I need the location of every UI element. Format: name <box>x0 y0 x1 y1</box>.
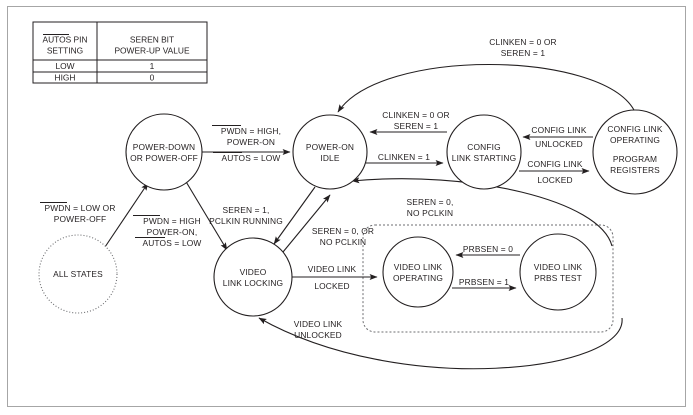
label-autos-low: AUTOS = LOW <box>222 153 281 163</box>
node-config-link-operating[interactable]: CONFIG LINK OPERATING PROGRAM REGISTERS <box>592 109 678 195</box>
node-power-down[interactable]: POWER-DOWN OR POWER-OFF <box>125 113 203 191</box>
label-seren-1-b: SEREN = 1 <box>394 121 439 131</box>
label-all-states-to-video-link-locking: PWDN = HIGH POWER-ON, AUTOS = LOW <box>133 215 202 248</box>
edge-video-link-unlocked-to-video-link-locking <box>258 317 623 370</box>
label-config-link-operating-to-power-on-idle: CLINKEN = 0 OR SEREN = 1 <box>489 37 557 58</box>
label-locked: LOCKED <box>314 281 349 291</box>
label-seren-0: SEREN = 0, <box>407 197 454 207</box>
label-video-link-locked: VIDEO LINK LOCKED <box>308 264 357 291</box>
label-prbsen-0: PRBSEN = 0 <box>463 244 513 254</box>
edge-power-on-idle-to-video-link-locking <box>273 186 316 245</box>
label-pwdn-high: PWDN = HIGH <box>143 216 201 226</box>
node-power-down-line1: POWER-DOWN <box>133 142 195 152</box>
node-config-link-operating-line4: REGISTERS <box>610 165 660 175</box>
label-video-link-2: VIDEO LINK <box>294 319 343 329</box>
label-power-on: POWER-ON <box>227 137 275 147</box>
label-seren-0-or: SEREN = 0, OR <box>312 226 374 236</box>
node-config-link-operating-line2: OPERATING <box>610 135 660 145</box>
label-autos-low-2: AUTOS = LOW <box>143 238 202 248</box>
node-power-on-idle[interactable]: POWER-ON IDLE <box>292 114 368 190</box>
edge-all-states-to-power-down <box>104 182 149 248</box>
node-power-on-idle-line1: POWER-ON <box>306 142 354 152</box>
label-pclkin-running: PCLKIN RUNNING <box>209 216 283 226</box>
label-no-pclkin-2: NO PCLKIN <box>407 208 454 218</box>
node-video-link-locking[interactable]: VIDEO LINK LOCKING <box>213 237 293 317</box>
node-video-link-prbs-test-line2: PRBS TEST <box>534 273 582 283</box>
label-pwdn-high-power-on: PWDN = HIGH, <box>221 126 281 136</box>
table-header-col2-line1: SEREN BIT <box>130 35 174 45</box>
label-config-link-locked: CONFIG LINK LOCKED <box>527 159 582 185</box>
node-config-link-operating-line3: PROGRAM <box>613 154 657 164</box>
edge-video-operating-to-power-on-idle <box>351 177 613 247</box>
edge-video-link-locking-to-power-on-idle <box>282 194 331 253</box>
label-unlocked: UNLOCKED <box>294 330 342 340</box>
table-header-col1-line2: SETTING <box>47 46 83 56</box>
node-video-link-locking-line2: LINK LOCKING <box>223 278 283 288</box>
table-row-1-cell-0: HIGH <box>55 73 76 83</box>
node-config-link-starting-line2: LINK STARTING <box>452 153 516 163</box>
node-config-link-operating-line1: CONFIG LINK <box>607 124 662 134</box>
label-clinken-0-or: CLINKEN = 0 OR <box>382 110 450 120</box>
label-video-link-unlocked: VIDEO LINK UNLOCKED <box>294 319 343 340</box>
label-power-down-to-power-on-idle: PWDN = HIGH, POWER-ON AUTOS = LOW <box>212 125 281 163</box>
video-link-group-box <box>362 224 614 333</box>
label-config-link-unlocked: CONFIG LINK UNLOCKED <box>531 125 586 149</box>
label-config-unlocked: UNLOCKED <box>535 139 583 149</box>
label-no-pclkin: NO PCLKIN <box>320 237 367 247</box>
edge-config-link-operating-to-power-on-idle-arc <box>337 63 635 113</box>
label-pwdn-low-or: PWDN = LOW OR <box>44 203 115 213</box>
node-power-on-idle-line2: IDLE <box>320 153 339 163</box>
edge-power-down-to-video-link-locking <box>184 179 228 251</box>
node-video-link-prbs-test[interactable]: VIDEO LINK PRBS TEST <box>519 233 597 311</box>
label-video-link-locking-to-power-on-idle: SEREN = 0, OR NO PCLKIN <box>312 226 374 247</box>
label-power-on-comma: POWER-ON, <box>147 227 198 237</box>
label-config-link: CONFIG LINK <box>531 125 586 135</box>
table-header-col2-line2: POWER-UP VALUE <box>114 46 189 56</box>
label-prbsen-1: PRBSEN = 1 <box>459 277 509 287</box>
label-video-link: VIDEO LINK <box>308 264 357 274</box>
node-all-states-label: ALL STATES <box>53 269 103 279</box>
label-clinken-1: CLINKEN = 1 <box>378 152 430 162</box>
label-power-on-idle-to-video-link-locking: SEREN = 1, PCLKIN RUNNING <box>209 205 283 226</box>
label-seren-1-c: SEREN = 1 <box>501 48 546 58</box>
label-all-states-to-power-down: PWDN = LOW OR POWER-OFF <box>40 202 115 224</box>
node-video-link-operating-line1: VIDEO LINK <box>394 262 443 272</box>
label-video-operating-to-power-on-idle: SEREN = 0, NO PCLKIN <box>407 197 454 218</box>
node-video-link-locking-line1: VIDEO <box>240 267 267 277</box>
label-clinken-0-or-2: CLINKEN = 0 OR <box>489 37 557 47</box>
label-config-locked: LOCKED <box>537 175 572 185</box>
table-row-0-cell-1: 1 <box>150 61 155 71</box>
label-power-off: POWER-OFF <box>54 214 107 224</box>
table-row-1-cell-1: 0 <box>150 73 155 83</box>
node-video-link-operating[interactable]: VIDEO LINK OPERATING <box>382 236 454 308</box>
node-all-states[interactable]: ALL STATES <box>38 234 118 314</box>
node-video-link-prbs-test-line1: VIDEO LINK <box>534 262 583 272</box>
table-header-col1-line1: AUTOS PIN <box>43 35 88 45</box>
label-seren-1: SEREN = 1, <box>223 205 270 215</box>
node-config-link-starting[interactable]: CONFIG LINK STARTING <box>446 114 522 190</box>
label-config-link-2: CONFIG LINK <box>527 159 582 169</box>
label-config-link-starting-to-power-on-idle: CLINKEN = 0 OR SEREN = 1 <box>382 110 450 131</box>
node-power-down-line2: OR POWER-OFF <box>130 153 198 163</box>
table-row-0-cell-0: LOW <box>55 61 74 71</box>
autos-seren-table: AUTOS PIN SETTING SEREN BIT POWER-UP VAL… <box>32 21 208 84</box>
node-video-link-operating-line2: OPERATING <box>393 273 443 283</box>
node-config-link-starting-line1: CONFIG <box>467 142 500 152</box>
